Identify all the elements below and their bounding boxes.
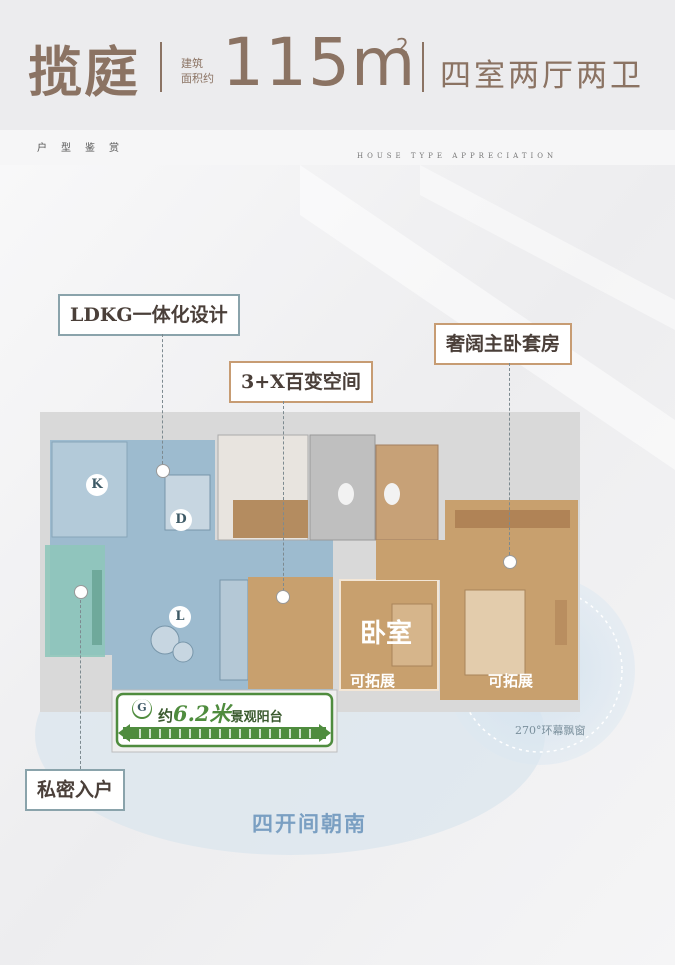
study-floor xyxy=(233,500,308,538)
marker-ldkg xyxy=(156,464,170,478)
balcony-arrow-left xyxy=(118,724,130,742)
subheader-zh: 户型鉴赏 xyxy=(37,143,133,154)
balcony-suffix: 景观阳台 xyxy=(230,710,283,725)
callout-flex-space: 3+X百变空间 xyxy=(229,361,373,403)
wardrobe xyxy=(455,510,570,528)
leader-line-ldkg xyxy=(162,334,163,464)
area-value: 115m xyxy=(222,24,417,101)
marker-entry xyxy=(74,585,88,599)
area-label-line2: 面积约 xyxy=(181,72,214,85)
leader-line-master xyxy=(509,363,510,555)
room-label-g: G xyxy=(133,699,151,717)
room-label-l: L xyxy=(169,606,191,628)
layout-description: 四室两厅两卫 xyxy=(440,58,644,94)
coffee-table xyxy=(150,625,180,655)
balcony-prefix: 约 xyxy=(158,707,174,725)
balcony-arrow-ticks xyxy=(139,729,311,738)
leader-line-flex xyxy=(283,401,284,591)
flex-room xyxy=(248,577,333,689)
light-streak xyxy=(300,165,675,470)
bedroom-label: 卧室 xyxy=(360,619,413,649)
subheader-en: HOUSE TYPE APPRECIATION xyxy=(357,152,558,160)
room-label-k: K xyxy=(86,474,108,496)
toilet-2 xyxy=(384,483,400,505)
callout-ldkg: LDKG一体化设计 xyxy=(58,294,240,336)
expandable-label-2: 可拓展 xyxy=(488,672,534,690)
leader-line-entry xyxy=(80,595,81,769)
bay-window-sill xyxy=(555,600,567,645)
area-label-line1: 建筑 xyxy=(181,57,203,70)
side-table xyxy=(172,641,194,663)
balcony-arrow-bar xyxy=(123,727,326,739)
callout-private-entry: 私密入户 xyxy=(25,769,126,811)
area-unit-superscript: 2 xyxy=(396,34,409,58)
south-facing-label: 四开间朝南 xyxy=(252,811,367,836)
layout-divider xyxy=(422,42,424,92)
callout-master-suite: 奢阔主卧套房 xyxy=(434,323,573,365)
sofa xyxy=(219,579,249,681)
header-banner xyxy=(0,0,675,130)
balcony-label: 约6.2米景观阳台 xyxy=(158,698,283,728)
entry-cabinet xyxy=(92,570,102,645)
area-label: 建筑 面积约 xyxy=(181,56,214,86)
bay-window-label: 270°环幕飘窗 xyxy=(515,724,586,737)
expandable-label-1: 可拓展 xyxy=(350,672,396,690)
toilet-1 xyxy=(338,483,354,505)
light-streak-2 xyxy=(420,165,675,330)
marker-master xyxy=(503,555,517,569)
project-name: 揽庭 xyxy=(28,41,140,104)
room-label-d: D xyxy=(170,509,192,531)
balcony-arrow-right xyxy=(319,724,331,742)
marker-flex xyxy=(276,590,290,604)
bedroom-bed xyxy=(391,603,433,667)
master-bed xyxy=(464,589,526,676)
balcony-length: 6.2米 xyxy=(173,701,231,726)
title-divider xyxy=(160,42,162,92)
